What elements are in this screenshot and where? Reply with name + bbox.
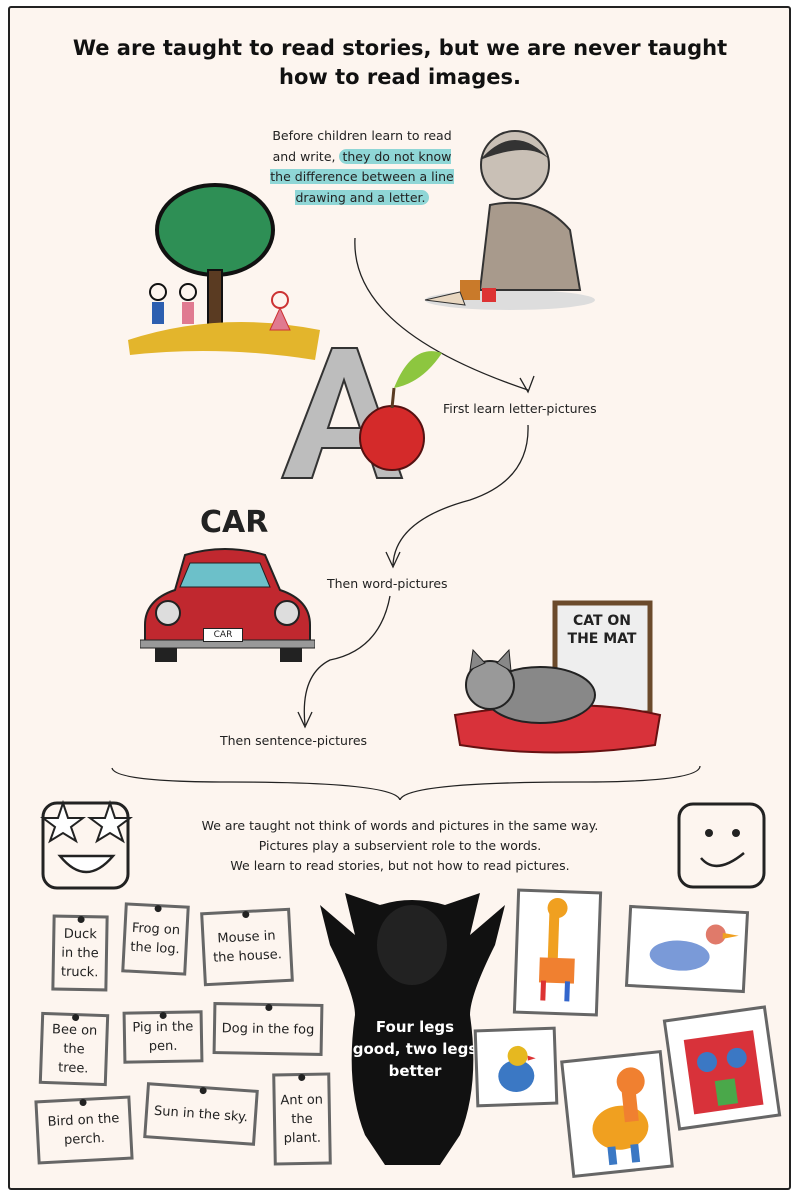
bird-drawing (473, 1026, 559, 1108)
letter-a-apple-illustration (280, 347, 442, 479)
note-card: Pig in the pen. (122, 1010, 204, 1064)
note-text: Sun in the sky. (153, 1103, 249, 1125)
star-eyes-face-icon (40, 799, 133, 890)
car-title: CAR (200, 505, 269, 540)
summary-line: We are taught not think of words and pic… (201, 818, 599, 833)
page-title: We are taught to read stories, but we ar… (72, 36, 728, 89)
note-card: Frog on the log. (121, 902, 190, 976)
child-playing-illustration (424, 130, 595, 310)
child-tree-drawing (128, 183, 320, 360)
note-text: Pig in the pen. (132, 1019, 194, 1055)
note-card: Sun in the sky. (143, 1082, 259, 1146)
note-card: Mouse in the house. (200, 907, 294, 987)
note-card: Bee on the tree. (38, 1011, 110, 1087)
note-text: Mouse in the house. (212, 928, 283, 966)
flow-arrows (111, 237, 701, 800)
note-text: Dog in the fog (221, 1020, 315, 1038)
note-card: Dog in the fog (212, 1002, 324, 1056)
summary-line: Pictures play a subservient role to the … (258, 838, 542, 853)
car-illustration (140, 548, 315, 662)
pig-text: Four legs good, two legs better (352, 1018, 478, 1080)
summary-line: We learn to read stories, but not how to… (230, 858, 570, 873)
intro-plain: Before children learn to read and write, (272, 128, 452, 164)
duck-drawing (624, 904, 750, 994)
cat-sign-text: CAT ON THE MAT (567, 613, 637, 647)
note-text: Duck in the truck. (60, 926, 99, 980)
cat-drawing (662, 1005, 782, 1131)
note-text: Bee on the tree. (51, 1021, 98, 1077)
car-plate: CAR (203, 628, 243, 642)
summary-paragraph: We are taught not think of words and pic… (140, 816, 660, 876)
step-word-pictures: Then word-pictures (327, 576, 448, 591)
intro-text: Before children learn to read and write,… (262, 126, 462, 208)
pig-silhouette (320, 893, 505, 1165)
step-letter-pictures: First learn letter-pictures (443, 401, 597, 416)
note-card: Bird on the perch. (34, 1095, 134, 1165)
smiley-face-icon (677, 802, 766, 889)
step-sentence-pictures: Then sentence-pictures (220, 733, 368, 748)
note-text: Frog on the log. (129, 920, 181, 958)
cat-on-mat-illustration (453, 600, 662, 754)
dinosaur-drawing (560, 1049, 674, 1179)
note-card: Duck in the truck. (51, 914, 109, 992)
giraffe-drawing (512, 888, 603, 1017)
note-text: Bird on the perch. (47, 1111, 120, 1149)
